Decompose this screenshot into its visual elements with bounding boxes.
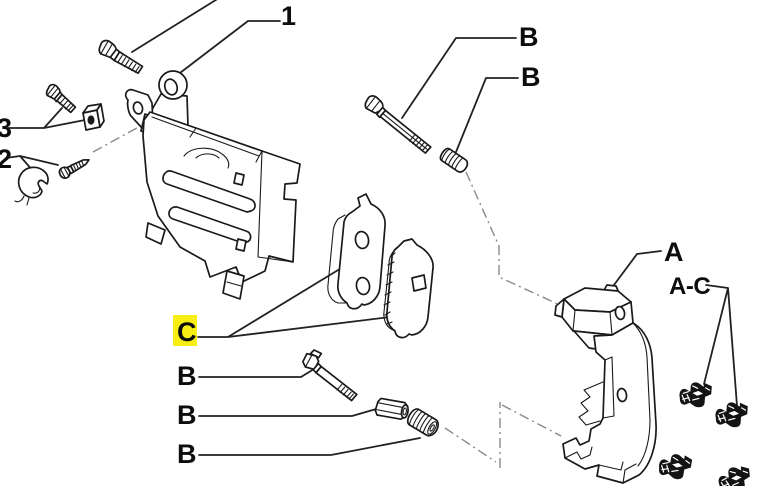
pad-retaining-clip-4 <box>716 464 752 486</box>
callout-b-guide-bolt: B <box>177 361 197 391</box>
leader-line-cutoff-top <box>131 0 218 53</box>
bleeder-screw-2 <box>58 158 90 179</box>
pad-retaining-clip-3 <box>656 450 694 482</box>
leader-line-c <box>197 263 399 338</box>
guide-pin-boot <box>406 408 439 437</box>
caliper-mounting-bolt-top <box>98 39 144 75</box>
guide-pin-bushing-top <box>439 147 469 173</box>
leader-line-1 <box>175 20 281 77</box>
callout-3: 3 <box>0 113 12 143</box>
guide-pin-sleeve <box>374 397 409 421</box>
guide-pin-bolt-top <box>364 95 432 154</box>
leader-line-b-top-bolt <box>401 37 517 119</box>
brake-pad-inner <box>327 193 386 310</box>
leader-line-b-guide-bolt <box>198 368 315 378</box>
brake-caliper-housing <box>124 70 301 300</box>
leader-line-b-sleeve <box>198 406 384 417</box>
callout-b-top-bolt: B <box>519 22 539 52</box>
pad-retaining-clip-2 <box>714 400 749 429</box>
callout-2: 2 <box>0 144 12 174</box>
caliper-carrier-bracket <box>554 284 657 484</box>
pad-retaining-clip-1 <box>678 380 713 409</box>
leader-line-ac <box>703 284 738 407</box>
leader-line-b-boot <box>198 437 421 456</box>
bolt-3 <box>45 83 77 114</box>
callout-1: 1 <box>281 1 296 31</box>
retainer-plate-3 <box>82 103 105 131</box>
upper-pin-axis-line <box>465 171 563 307</box>
leader-line-b-top-bush <box>455 77 519 153</box>
callout-c-highlight <box>173 315 197 346</box>
lower-pin-axis-line <box>444 402 562 468</box>
bleeder-axis-line <box>92 122 147 153</box>
retaining-clip-2 <box>14 166 49 206</box>
brake-pad-outer <box>383 238 434 339</box>
callout-ac: A-C <box>669 273 710 300</box>
callout-b-sleeve: B <box>177 400 197 430</box>
callout-b-boot: B <box>177 439 197 469</box>
callout-a: A <box>664 237 684 267</box>
callout-c: C <box>177 317 197 347</box>
callout-b-top-bush: B <box>521 62 541 92</box>
leader-line-3 <box>5 107 86 129</box>
guide-pin-bolt-lower <box>301 349 358 402</box>
leader-line-a <box>607 250 662 294</box>
